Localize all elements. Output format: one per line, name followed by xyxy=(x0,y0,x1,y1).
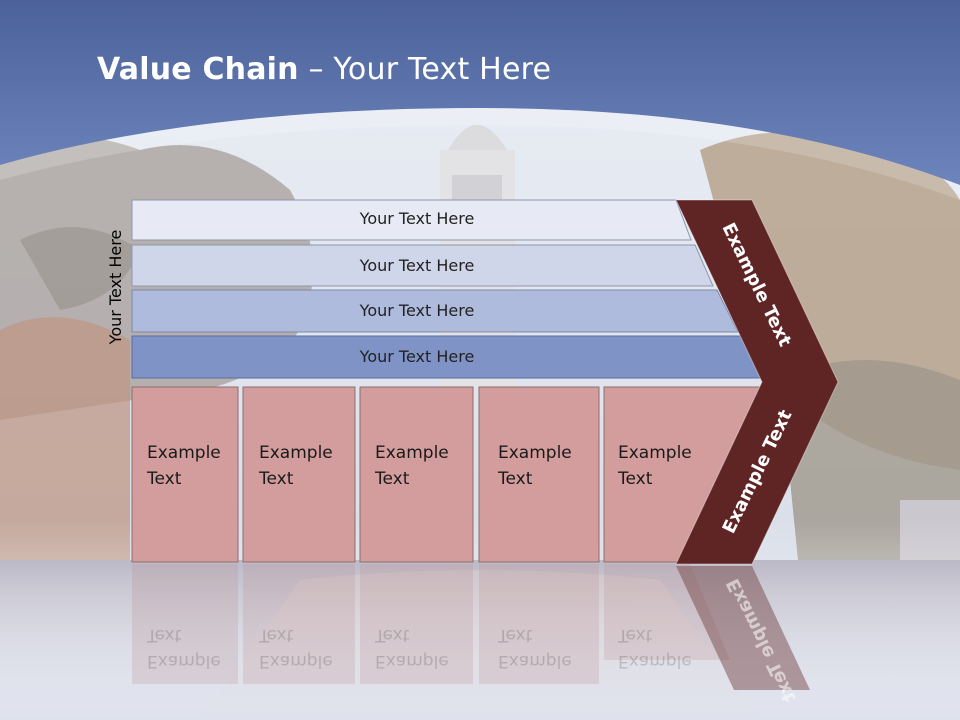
primary-box-1-reflection: Example Text xyxy=(147,622,221,674)
primary-box-3-label: Example Text xyxy=(375,440,449,492)
primary-box-5-label: Example Text xyxy=(618,440,692,492)
reflection-line2: Text xyxy=(147,625,182,645)
primary-box-4-reflection: Example Text xyxy=(498,622,572,674)
primary-box-2-line1: Example xyxy=(259,443,333,463)
reflection-line2: Text xyxy=(618,625,653,645)
reflection-line1: Example xyxy=(147,651,221,671)
slide-title: Value Chain – Your Text Here xyxy=(97,52,551,87)
primary-box-5-line2: Text xyxy=(618,469,653,489)
primary-box-2-label: Example Text xyxy=(259,440,333,492)
margin-arrow xyxy=(675,199,839,565)
support-bar-2 xyxy=(131,244,714,287)
support-bar-1-label: Your Text Here xyxy=(359,209,475,228)
primary-box-3 xyxy=(359,386,474,563)
primary-box-1-label: Example Text xyxy=(147,440,221,492)
reflection-line1: Example xyxy=(498,651,572,671)
reflection-line2: Text xyxy=(375,625,410,645)
slide-title-rest: – Your Text Here xyxy=(298,52,552,87)
primary-box-4-line1: Example xyxy=(498,443,572,463)
support-bar-3-label: Your Text Here xyxy=(359,301,475,320)
primary-box-2-reflection: Example Text xyxy=(259,622,333,674)
primary-box-1-line2: Text xyxy=(147,469,182,489)
margin-arrow-reflection xyxy=(676,566,810,690)
primary-box-1-line1: Example xyxy=(147,443,221,463)
primary-box-4 xyxy=(478,386,600,563)
support-bar-1 xyxy=(131,199,692,241)
diagram-reflection xyxy=(132,564,730,684)
primary-box-5-reflection: Example Text xyxy=(618,622,692,674)
support-bar-4-label: Your Text Here xyxy=(359,347,475,366)
primary-box-3-line2: Text xyxy=(375,469,410,489)
reflection-line2: Text xyxy=(498,625,533,645)
primary-box-3-line1: Example xyxy=(375,443,449,463)
reflection-line1: Example xyxy=(618,651,692,671)
support-bar-3 xyxy=(131,289,739,333)
primary-box-5-line1: Example xyxy=(618,443,692,463)
primary-box-1 xyxy=(131,386,239,563)
reflection-line1: Example xyxy=(259,651,333,671)
primary-box-4-label: Example Text xyxy=(498,440,572,492)
primary-box-4-line2: Text xyxy=(498,469,533,489)
support-bar-2-label: Your Text Here xyxy=(359,256,475,275)
reflection-line1: Example xyxy=(375,651,449,671)
primary-box-2-line2: Text xyxy=(259,469,294,489)
primary-box-3-reflection: Example Text xyxy=(375,622,449,674)
reflection-line2: Text xyxy=(259,625,294,645)
slide-title-bold: Value Chain xyxy=(97,52,299,87)
primary-box-2 xyxy=(242,386,356,563)
